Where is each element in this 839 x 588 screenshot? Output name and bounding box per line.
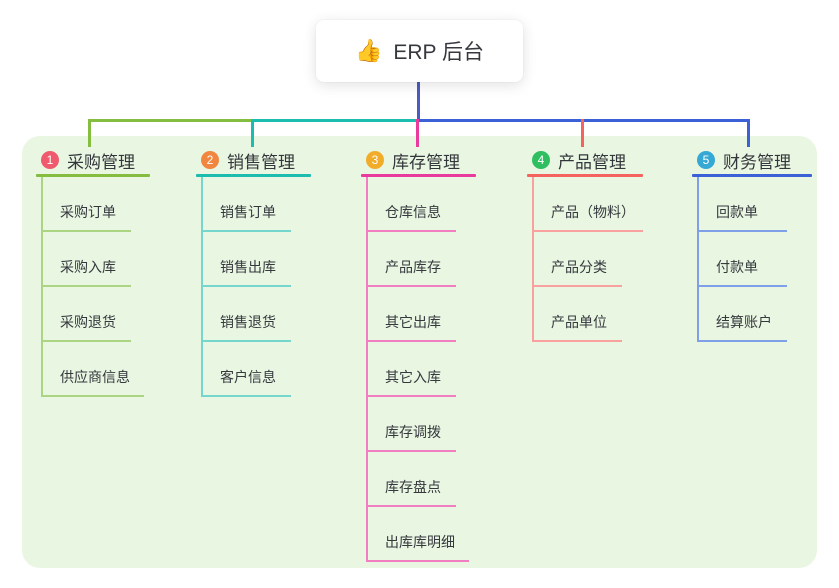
- node-label: 库存调拨: [368, 422, 456, 452]
- branch-finance-items: 回款单 付款单 结算账户: [697, 177, 812, 342]
- connector-drop-inventory: [416, 119, 419, 147]
- branch-number-badge: 5: [697, 151, 715, 169]
- connector-bus-purchase: [88, 119, 253, 122]
- branch-number-badge: 1: [41, 151, 59, 169]
- branch-product-header[interactable]: 4 产品管理: [527, 146, 643, 174]
- branch-inventory-header[interactable]: 3 库存管理: [361, 146, 476, 174]
- connector-bus-sales: [251, 119, 418, 122]
- node-item[interactable]: 产品分类: [534, 232, 643, 287]
- connector-drop-purchase: [88, 119, 91, 147]
- node-item[interactable]: 库存盘点: [368, 452, 476, 507]
- branch-label: 产品管理: [558, 152, 626, 172]
- branch-underline: [361, 174, 476, 177]
- branch-finance: 5 财务管理 回款单 付款单 结算账户: [692, 146, 812, 342]
- branch-label: 销售管理: [227, 152, 295, 172]
- branch-inventory-items: 仓库信息 产品库存 其它出库 其它入库 库存调拨 库存盘点 出库库明细: [366, 177, 476, 562]
- node-label: 其它出库: [368, 312, 456, 342]
- node-label: 销售订单: [203, 202, 291, 232]
- branch-label: 库存管理: [392, 152, 460, 172]
- mindmap-background-panel: [22, 136, 817, 568]
- branch-sales-header[interactable]: 2 销售管理: [196, 146, 311, 174]
- branch-number-badge: 4: [532, 151, 550, 169]
- branch-number-badge: 3: [366, 151, 384, 169]
- connector-drop-product: [581, 119, 584, 147]
- branch-inventory: 3 库存管理 仓库信息 产品库存 其它出库 其它入库 库存调拨 库存盘点 出库库…: [361, 146, 476, 562]
- node-label: 结算账户: [699, 312, 787, 342]
- connector-root: [417, 82, 420, 122]
- node-item[interactable]: 其它入库: [368, 342, 476, 397]
- branch-number-badge: 2: [201, 151, 219, 169]
- node-label: 采购退货: [43, 312, 131, 342]
- branch-underline: [196, 174, 311, 177]
- branch-sales-items: 销售订单 销售出库 销售退货 客户信息: [201, 177, 311, 397]
- branch-label: 采购管理: [67, 152, 135, 172]
- node-item[interactable]: 产品库存: [368, 232, 476, 287]
- node-label: 产品（物料）: [534, 202, 643, 232]
- node-item[interactable]: 仓库信息: [368, 177, 476, 232]
- node-label: 产品库存: [368, 257, 456, 287]
- node-item[interactable]: 库存调拨: [368, 397, 476, 452]
- node-label: 回款单: [699, 202, 787, 232]
- node-label: 采购入库: [43, 257, 131, 287]
- branch-purchase-header[interactable]: 1 采购管理: [36, 146, 150, 174]
- node-item[interactable]: 供应商信息: [43, 342, 150, 397]
- node-item[interactable]: 销售订单: [203, 177, 311, 232]
- branch-sales: 2 销售管理 销售订单 销售出库 销售退货 客户信息: [196, 146, 311, 397]
- branch-product: 4 产品管理 产品（物料） 产品分类 产品单位: [527, 146, 643, 342]
- node-item[interactable]: 采购退货: [43, 287, 150, 342]
- node-item[interactable]: 付款单: [699, 232, 812, 287]
- node-item[interactable]: 采购入库: [43, 232, 150, 287]
- node-label: 供应商信息: [43, 367, 144, 397]
- node-label: 客户信息: [203, 367, 291, 397]
- branch-product-items: 产品（物料） 产品分类 产品单位: [532, 177, 643, 342]
- node-item[interactable]: 销售退货: [203, 287, 311, 342]
- node-item[interactable]: 出库库明细: [368, 507, 476, 562]
- branch-finance-header[interactable]: 5 财务管理: [692, 146, 812, 174]
- node-label: 仓库信息: [368, 202, 456, 232]
- node-label: 付款单: [699, 257, 787, 287]
- node-item[interactable]: 采购订单: [43, 177, 150, 232]
- root-node-label: ERP 后台: [393, 41, 485, 64]
- branch-label: 财务管理: [723, 152, 791, 172]
- node-label: 销售退货: [203, 312, 291, 342]
- node-label: 销售出库: [203, 257, 291, 287]
- node-item[interactable]: 销售出库: [203, 232, 311, 287]
- node-item[interactable]: 客户信息: [203, 342, 311, 397]
- node-label: 其它入库: [368, 367, 456, 397]
- node-label: 采购订单: [43, 202, 131, 232]
- branch-purchase-items: 采购订单 采购入库 采购退货 供应商信息: [41, 177, 150, 397]
- node-item[interactable]: 其它出库: [368, 287, 476, 342]
- connector-drop-sales: [251, 119, 254, 147]
- node-item[interactable]: 产品单位: [534, 287, 643, 342]
- node-item[interactable]: 结算账户: [699, 287, 812, 342]
- node-item[interactable]: 回款单: [699, 177, 812, 232]
- node-label: 库存盘点: [368, 477, 456, 507]
- node-item[interactable]: 产品（物料）: [534, 177, 643, 232]
- root-node[interactable]: 👍 ERP 后台: [316, 20, 523, 82]
- thumbs-up-icon: 👍: [354, 38, 383, 63]
- branch-underline: [692, 174, 812, 177]
- connector-drop-finance: [747, 119, 750, 147]
- branch-purchase: 1 采购管理 采购订单 采购入库 采购退货 供应商信息: [36, 146, 150, 397]
- node-label: 产品单位: [534, 312, 622, 342]
- node-label: 出库库明细: [368, 532, 469, 562]
- node-label: 产品分类: [534, 257, 622, 287]
- branch-underline: [36, 174, 150, 177]
- branch-underline: [527, 174, 643, 177]
